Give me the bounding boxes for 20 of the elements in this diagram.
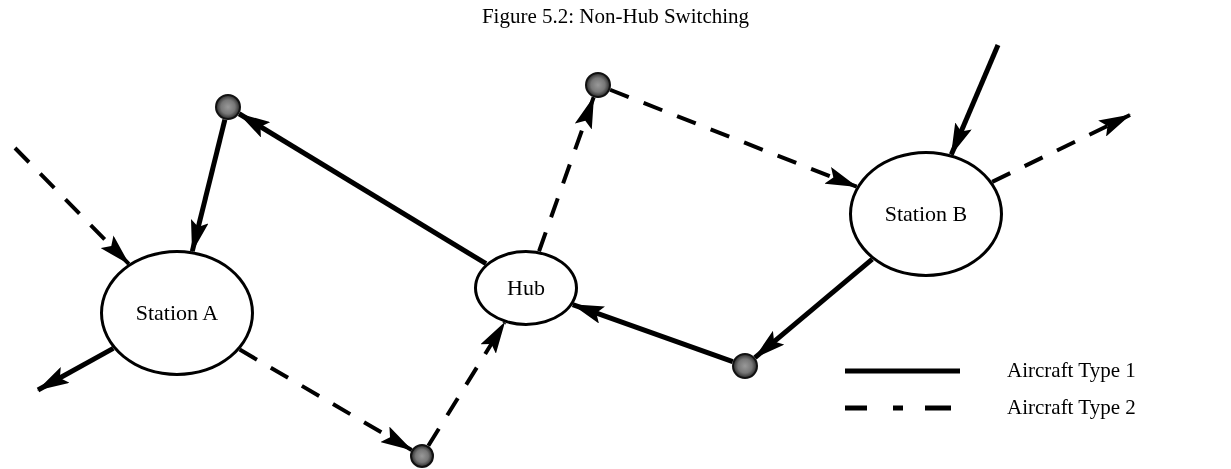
- arrow: [238, 347, 413, 452]
- arrow: [753, 257, 874, 360]
- arrow: [991, 113, 1131, 184]
- legend-label: Aircraft Type 2: [1007, 395, 1136, 420]
- figure-title: Figure 5.2: Non-Hub Switching: [481, 4, 750, 29]
- legend-label: Aircraft Type 1: [1007, 358, 1136, 383]
- arrow: [949, 44, 1001, 156]
- arrow: [36, 346, 115, 393]
- junction-dot: [585, 72, 611, 98]
- arrow: [537, 96, 596, 252]
- station-ellipse: Hub: [474, 250, 578, 326]
- junction-dot: [732, 353, 758, 379]
- arrow: [189, 119, 228, 253]
- junction-dot: [410, 444, 434, 468]
- arrow: [571, 302, 734, 364]
- junction-dot: [215, 94, 241, 120]
- station-ellipse: Station B: [849, 151, 1003, 277]
- station-ellipse: Station A: [100, 250, 254, 376]
- arrow: [237, 111, 488, 266]
- arrow: [609, 87, 858, 189]
